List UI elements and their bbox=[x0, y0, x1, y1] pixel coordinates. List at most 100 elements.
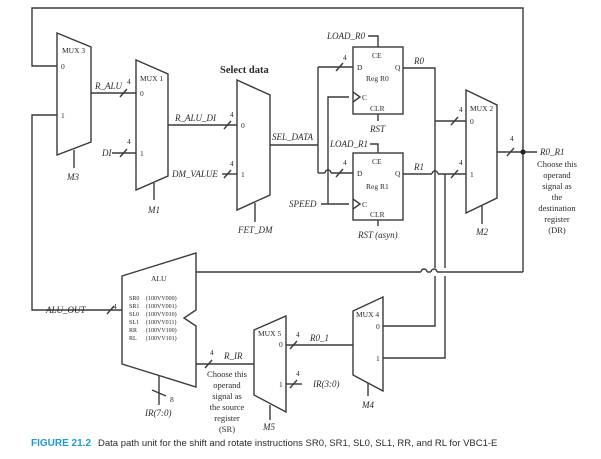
wire-r1-to-mux4 bbox=[383, 276, 446, 359]
width-label: 4 bbox=[459, 105, 463, 114]
note-line: the source bbox=[210, 402, 245, 412]
register-r1: CE D Q Reg R1 C CLR LOAD_R1 RST (asyn) R… bbox=[329, 139, 424, 240]
mux1-body bbox=[135, 58, 169, 192]
mux5-label: MUX 5 bbox=[258, 329, 281, 338]
signal-ir-7-0: IR(7:0) bbox=[144, 408, 172, 418]
alu-op: RL bbox=[129, 336, 137, 342]
alu-op: RR bbox=[129, 328, 137, 334]
note-line: (SR) bbox=[219, 424, 235, 434]
signal-labels: R_ALU DI R_ALU_DI DM_VALUE SEL_DATA SPEE… bbox=[45, 81, 565, 418]
caption-number: FIGURE 21.2 bbox=[31, 438, 91, 449]
signal-alu-out: ALU_OUT bbox=[45, 305, 87, 315]
wire-clock-bus bbox=[327, 96, 349, 204]
caption-text: Data path unit for the shift and rotate … bbox=[98, 438, 497, 449]
slash-r0-1 bbox=[289, 340, 298, 350]
register-r0: CE D Q Reg R0 C CLR LOAD_R0 RST R0 bbox=[326, 31, 424, 134]
alu-op: SL1 bbox=[129, 320, 139, 326]
wire-load-r1 bbox=[370, 143, 379, 153]
r0-clock-triangle bbox=[352, 91, 362, 103]
r1-rst-label: RST (asyn) bbox=[357, 230, 398, 240]
r1-clr: CLR bbox=[370, 210, 385, 219]
wires bbox=[31, 7, 537, 420]
r1-ce: CE bbox=[372, 157, 382, 166]
width-label: 4 bbox=[127, 77, 131, 86]
r0-load-label: LOAD_R0 bbox=[326, 31, 365, 41]
mux1: MUX 1 0 1 M1 bbox=[135, 58, 169, 215]
mux4-select-label: M4 bbox=[361, 400, 374, 410]
width-label: 4 bbox=[343, 158, 347, 167]
alu-label: ALU bbox=[151, 274, 167, 283]
wire-r0-out bbox=[403, 67, 436, 268]
note-line: register bbox=[544, 214, 570, 224]
wire-hop-1 bbox=[430, 268, 438, 273]
mux3-label: MUX 3 bbox=[62, 46, 85, 55]
width-label: 4 bbox=[459, 158, 463, 167]
r0-clr: CLR bbox=[370, 104, 385, 113]
mux4: MUX 4 0 1 M4 bbox=[352, 295, 384, 410]
mux5: MUX 5 0 1 M5 bbox=[253, 314, 287, 432]
mux5-in1-label: 1 bbox=[279, 380, 283, 389]
width-label: 4 bbox=[113, 302, 117, 311]
width-label: 4 bbox=[296, 369, 300, 378]
r1-clock-triangle bbox=[352, 198, 362, 210]
alu-op-list: SR0 (100VV000) SR1 (100VV001) SL0 (100VV… bbox=[129, 295, 177, 342]
mux4-label: MUX 4 bbox=[356, 310, 379, 319]
mux2-in1-label: 1 bbox=[470, 170, 474, 179]
alu-op-code: (100VV010) bbox=[146, 311, 177, 318]
select-data-body bbox=[236, 78, 271, 212]
slash-r-alu-di bbox=[223, 120, 232, 130]
slash-r1-d bbox=[335, 168, 344, 178]
slash-ir-3-0 bbox=[289, 379, 298, 389]
alu-op: SR1 bbox=[129, 304, 139, 310]
mux3-in0-label: 0 bbox=[61, 62, 65, 71]
slash-mux2-in1 bbox=[450, 169, 459, 179]
signal-r0-r1: R0_R1 bbox=[539, 147, 565, 157]
alu-op: SL0 bbox=[129, 312, 139, 318]
signal-speed: SPEED bbox=[289, 199, 317, 209]
wire-mux3-feedback-top bbox=[31, 7, 524, 272]
mux2-label: MUX 2 bbox=[470, 104, 493, 113]
mux1-in0-label: 0 bbox=[140, 89, 144, 98]
r0-ce: CE bbox=[372, 51, 382, 60]
select-data-in0-label: 0 bbox=[241, 121, 245, 130]
r0-d: D bbox=[357, 63, 363, 72]
mux2-select-label: M2 bbox=[475, 227, 488, 237]
r1-name: Reg R1 bbox=[366, 182, 389, 191]
slash-r-alu bbox=[119, 88, 128, 98]
signal-sel-data: SEL_DATA bbox=[272, 132, 314, 142]
r1-body bbox=[352, 152, 404, 221]
width-label: 4 bbox=[510, 134, 514, 143]
r1-d: D bbox=[357, 169, 363, 178]
wire-alu-out bbox=[31, 114, 122, 311]
width-label: 8 bbox=[170, 395, 174, 404]
mux3-in1-label: 1 bbox=[61, 111, 65, 120]
signal-r0-1: R0_1 bbox=[309, 333, 329, 343]
alu-op-code: (100VV011) bbox=[146, 319, 176, 326]
mux5-body bbox=[253, 314, 287, 414]
mux2-body bbox=[465, 88, 498, 215]
mux3-select-label: M3 bbox=[66, 172, 79, 182]
wire-hop-4 bbox=[431, 170, 439, 175]
select-data-mux: Select data 0 1 FET_DM bbox=[220, 65, 273, 235]
alu-op-code: (100VV101) bbox=[146, 335, 177, 342]
signal-r-alu: R_ALU bbox=[94, 81, 123, 91]
width-label: 4 bbox=[343, 53, 347, 62]
source-note: Choose this operand signal as the source… bbox=[207, 369, 247, 434]
signal-dm-value: DM_VALUE bbox=[171, 169, 218, 179]
alu-op: SR0 bbox=[129, 296, 139, 302]
alu-body bbox=[121, 252, 197, 388]
junction-dot bbox=[520, 149, 526, 155]
select-data-in1-label: 1 bbox=[241, 170, 245, 179]
mux3: MUX 3 0 1 M3 bbox=[56, 31, 92, 182]
r1-out-label: R1 bbox=[413, 162, 424, 172]
bus-slashes bbox=[106, 62, 515, 397]
width-label: 4 bbox=[230, 159, 234, 168]
alu-op-code: (100VV000) bbox=[146, 295, 177, 302]
r0-q: Q bbox=[395, 63, 401, 72]
note-line: Choose this bbox=[537, 159, 577, 169]
signal-ir-3-0: IR(3:0) bbox=[312, 379, 340, 389]
mux2-in0-label: 0 bbox=[470, 117, 474, 126]
mux1-label: MUX 1 bbox=[140, 74, 163, 83]
r0-c: C bbox=[362, 93, 367, 102]
